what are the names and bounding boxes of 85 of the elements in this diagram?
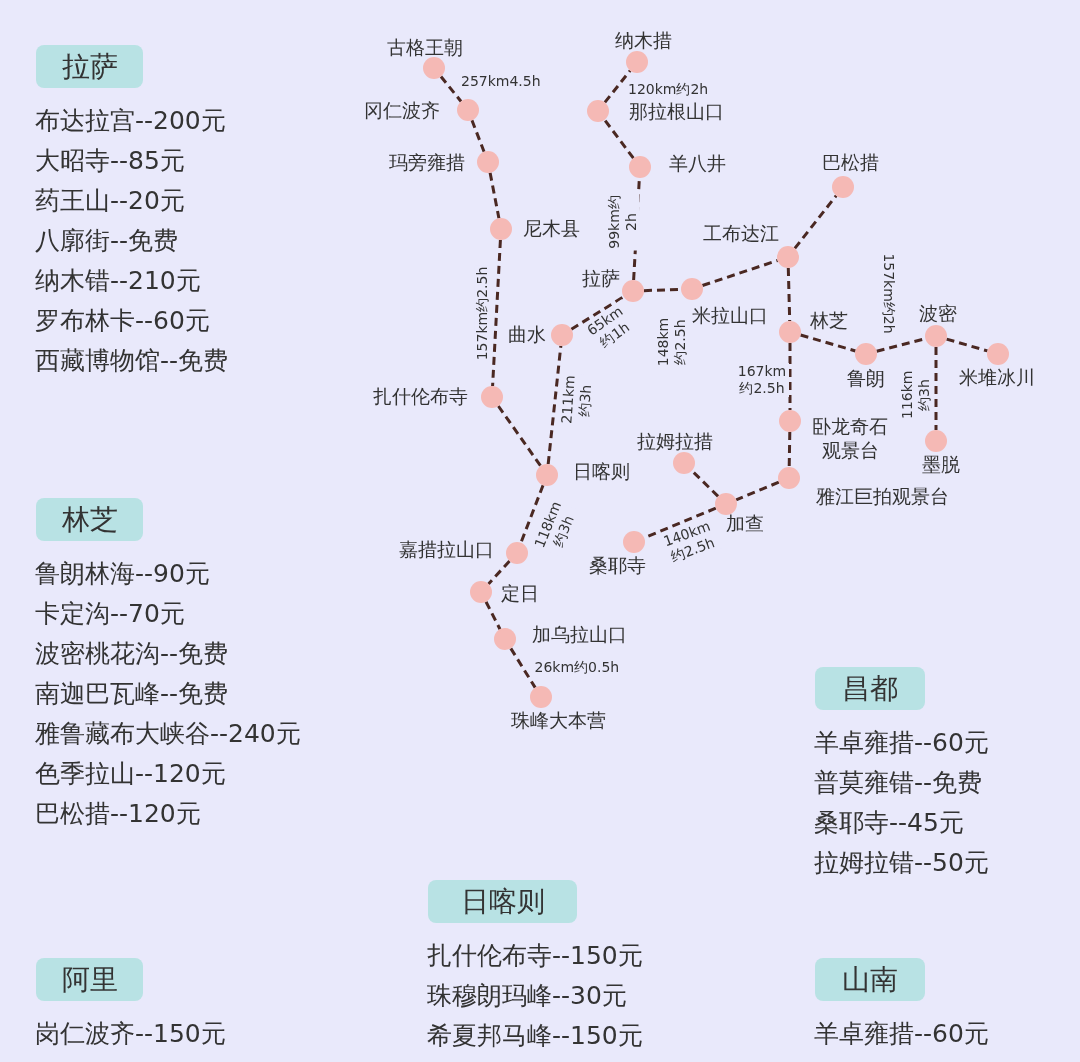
price-item: 普莫雍错--免费 xyxy=(814,768,983,798)
station-name: 工布达江 xyxy=(703,221,779,245)
edge-label: 116km约3h xyxy=(899,370,933,420)
price-item: 羊卓雍措--60元 xyxy=(814,728,989,758)
route-line xyxy=(690,469,720,498)
price-item: 大昭寺--85元 xyxy=(35,146,185,176)
route-line xyxy=(788,343,792,410)
route-line xyxy=(519,484,545,544)
route-line xyxy=(491,239,502,387)
region-tag: 山南 xyxy=(815,958,925,1001)
station-name: 加查 xyxy=(726,511,764,535)
region-tag: 昌都 xyxy=(815,667,925,710)
price-item: 珠穆朗玛峰--30元 xyxy=(427,981,627,1011)
station-name: 桑耶寺 xyxy=(588,553,646,577)
price-item: 扎什伦布寺--150元 xyxy=(427,941,643,971)
station-name: 墨脱 xyxy=(922,452,960,476)
price-item: 色季拉山--120元 xyxy=(35,759,226,789)
price-item: 卡定沟--70元 xyxy=(35,599,185,629)
station-name: 拉萨 xyxy=(582,266,620,290)
station-name: 加乌拉山口 xyxy=(531,622,627,646)
route-line xyxy=(484,601,502,630)
price-item: 岗仁波齐--150元 xyxy=(35,1019,226,1049)
price-item: 南迦巴瓦峰--免费 xyxy=(35,679,229,709)
price-item: 桑耶寺--45元 xyxy=(814,808,964,838)
price-item: 鲁朗林海--90元 xyxy=(35,559,210,589)
station-name: 珠峰大本营 xyxy=(510,708,606,732)
price-item: 罗布林卡--60元 xyxy=(35,306,210,336)
station-name: 林芝 xyxy=(810,308,848,332)
route-line xyxy=(934,347,938,430)
region-tag: 拉萨 xyxy=(36,45,143,88)
route-line xyxy=(603,69,632,104)
edge-label: 120km约2h xyxy=(627,80,710,98)
route-line xyxy=(800,333,856,353)
region-tag: 林芝 xyxy=(36,498,143,541)
edge-label: 26km约0.5h xyxy=(533,658,621,676)
region-tag: 阿里 xyxy=(36,958,143,1001)
price-item: 羊卓雍措--60元 xyxy=(814,1019,989,1049)
price-item: 希夏邦马峰--150元 xyxy=(427,1021,643,1051)
route-line xyxy=(603,118,635,160)
price-item: 波密桃花沟--免费 xyxy=(35,639,229,669)
station-name: 日喀则 xyxy=(572,459,630,483)
route-line xyxy=(787,431,792,468)
price-item: 纳木错--210元 xyxy=(35,266,201,296)
route-line xyxy=(701,259,779,287)
station-name: 古格王朝 xyxy=(387,35,463,59)
station-name: 曲水 xyxy=(508,322,546,346)
route-line xyxy=(470,119,486,153)
station-name: 嘉措拉山口 xyxy=(398,537,494,561)
price-item: 雅鲁藏布大峡谷--240元 xyxy=(35,719,301,749)
price-item: 八廓街--免费 xyxy=(35,226,179,256)
route-line xyxy=(793,194,838,250)
route-line xyxy=(786,267,792,322)
station-name: 羊八井 xyxy=(668,151,726,175)
route-line xyxy=(570,295,625,331)
station-name: 拉姆拉措 xyxy=(637,429,713,453)
route-line xyxy=(946,337,988,353)
station-name: 纳木措 xyxy=(614,28,672,52)
station-name: 鲁朗 xyxy=(847,366,885,390)
station-name: 那拉根山口 xyxy=(628,99,724,123)
price-item: 巴松措--120元 xyxy=(35,799,201,829)
station-name: 扎什伦布寺 xyxy=(372,384,468,408)
route-line xyxy=(439,75,463,103)
price-item: 药王山--20元 xyxy=(35,186,185,216)
station-name: 卧龙奇石观景台 xyxy=(811,414,889,462)
route-line xyxy=(497,405,542,467)
region-tag: 日喀则 xyxy=(428,880,577,923)
station-name: 雅江巨拍观景台 xyxy=(815,484,949,508)
price-item: 西藏博物馆--免费 xyxy=(35,346,229,376)
price-item: 布达拉宫--200元 xyxy=(35,106,226,136)
station-name: 玛旁雍措 xyxy=(389,150,465,174)
edge-label: 157km约2.5h xyxy=(474,265,492,361)
station-name: 米拉山口 xyxy=(692,303,768,327)
price-item: 拉姆拉错--50元 xyxy=(814,848,989,878)
station-name: 波密 xyxy=(919,301,957,325)
route-line xyxy=(509,647,537,689)
edge-label: 99km约2h xyxy=(605,193,639,251)
route-line xyxy=(487,560,511,585)
route-line xyxy=(488,172,501,219)
station-name: 米堆冰川 xyxy=(959,365,1035,389)
route-line xyxy=(735,480,780,502)
station-name: 巴松措 xyxy=(821,150,879,174)
station-name: 冈仁波齐 xyxy=(364,98,440,122)
route-line xyxy=(546,345,563,465)
station-name: 定日 xyxy=(501,581,539,605)
station-name: 尼木县 xyxy=(522,216,580,240)
